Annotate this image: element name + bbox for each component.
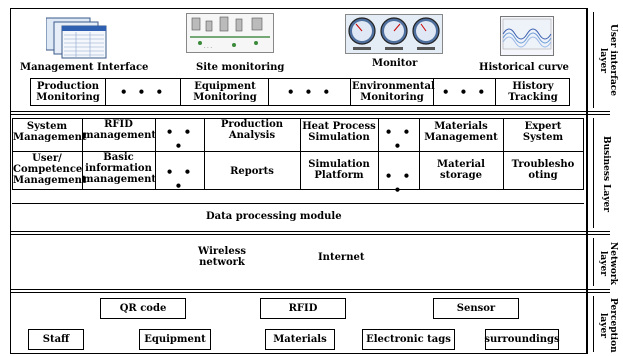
biz-rfid-management: RFID management: [83, 119, 156, 141]
biz-expert-system: Expert System: [522, 121, 564, 143]
business-grid-mid: [12, 151, 584, 152]
perception-equipment: Equipment: [139, 329, 211, 350]
network-layer-arrow: [593, 238, 594, 286]
ui-module-production-monitoring: Production Monitoring: [36, 81, 100, 103]
bg-sep-4: [300, 118, 301, 190]
data-processing-area: [12, 203, 584, 229]
business-layer-arrow: [593, 118, 594, 228]
perception-layer-arrow: [593, 296, 594, 352]
biz-troubleshooting: Troublesho oting: [511, 159, 575, 181]
biz-reports: Reports: [230, 166, 274, 177]
bg-sep-1: [82, 118, 83, 190]
site-monitoring-label: Site monitoring: [196, 62, 285, 73]
ui-row-sep-2: [180, 78, 181, 106]
bg-sep-7: [503, 118, 504, 190]
divider-ui-business-2: [10, 114, 610, 115]
ui-row-sep-1: [105, 78, 106, 106]
bg-sep-5: [378, 118, 379, 190]
perception-staff: Staff: [28, 329, 84, 350]
ui-dots-1: • • •: [119, 85, 167, 99]
biz-production-analysis: Production Analysis: [220, 119, 284, 141]
ui-row-sep-5: [433, 78, 434, 106]
ui-dots-2: • • •: [286, 85, 334, 99]
ui-row-sep-3: [268, 78, 269, 106]
divider-network-perception-2: [10, 292, 610, 293]
biz-material-storage: Material storage: [437, 159, 485, 181]
ui-module-environmental-monitoring: Environmental Monitoring: [352, 81, 435, 103]
historical-curve-label: Historical curve: [479, 62, 569, 73]
ui-dots-3: • • •: [441, 85, 489, 99]
bg-sep-6: [419, 118, 420, 190]
biz-basic-information-management: Basic information management: [83, 152, 156, 185]
divider-network-perception-1: [10, 289, 610, 290]
divider-business-network-1: [10, 231, 610, 232]
biz-system-management: System Management: [13, 121, 87, 143]
biz-user-competence-management: User/ Competence Management: [13, 153, 87, 186]
biz-dots-4: • • •: [384, 169, 414, 197]
bg-sep-2: [155, 118, 156, 190]
biz-materials-management: Materials Management: [424, 121, 498, 143]
business-layer-name: Business Layer: [601, 135, 611, 213]
management-interface-label: Management Interface: [20, 62, 149, 73]
ui-layer-arrow: [593, 12, 594, 108]
perception-layer-name: Perception layer: [598, 297, 618, 353]
perception-sensor: Sensor: [433, 298, 519, 319]
network-wireless: Wireless network: [198, 246, 246, 268]
perception-qr-code: QR code: [100, 298, 186, 319]
network-internet: Internet: [318, 252, 365, 263]
historical-curve-image: [500, 16, 554, 56]
biz-heat-process-simulation: Heat Process Simulation: [302, 121, 376, 143]
site-monitoring-image: · · ·: [186, 13, 274, 53]
monitor-label: Monitor: [372, 58, 418, 69]
bg-sep-3: [204, 118, 205, 190]
diagram-frame: [10, 8, 587, 354]
perception-surroundings: surroundings: [484, 329, 560, 350]
biz-dots-2: • • •: [384, 125, 414, 153]
ui-layer-name: User interface layer: [598, 23, 618, 96]
ui-module-history-tracking: History Tracking: [508, 81, 558, 103]
divider-business-network-2: [10, 234, 610, 235]
perception-electronic-tags: Electronic tags: [362, 329, 455, 350]
biz-dots-1: • • •: [165, 125, 195, 153]
monitor-image: [345, 14, 443, 54]
perception-materials: Materials: [265, 329, 335, 350]
ui-row-sep-6: [495, 78, 496, 106]
divider-ui-business-1: [10, 111, 610, 112]
perception-rfid: RFID: [260, 298, 346, 319]
label-column-divider: [587, 8, 588, 354]
ui-module-equipment-monitoring: Equipment Monitoring: [193, 81, 257, 103]
svg-text:· · ·: · · ·: [204, 45, 212, 51]
ui-modules-row: [30, 78, 570, 106]
ui-row-sep-4: [350, 78, 351, 106]
network-layer-name: Network layer: [598, 241, 618, 285]
biz-dots-3: • • •: [165, 165, 195, 193]
business-grid: [12, 118, 584, 190]
biz-simulation-platform: Simulation Platform: [308, 159, 370, 181]
management-interface-image: [45, 16, 118, 60]
data-processing-module: Data processing module: [206, 211, 342, 222]
